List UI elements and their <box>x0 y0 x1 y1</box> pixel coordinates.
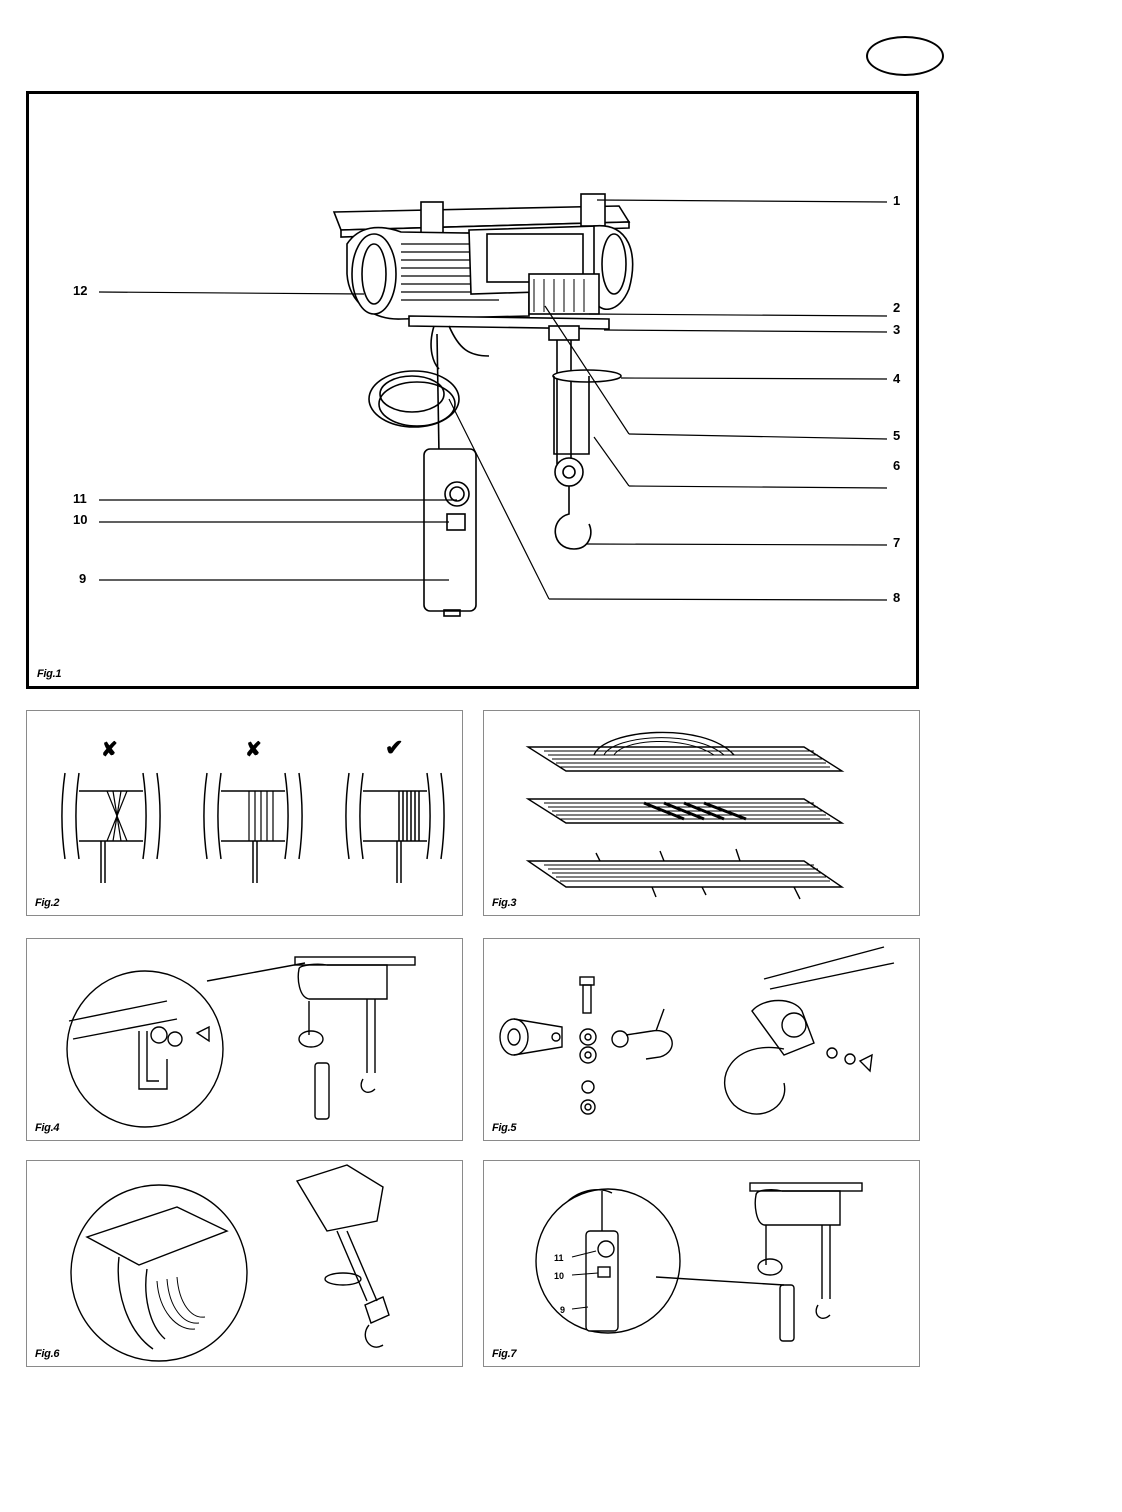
callout-10: 10 <box>73 513 87 527</box>
figure-2-panel: ✘ ✘ ✔ Fig.2 <box>26 710 463 916</box>
callout-11: 11 <box>73 492 87 506</box>
figure-4-panel: Fig.4 <box>26 938 463 1141</box>
figure-4-label: Fig.4 <box>35 1122 59 1134</box>
figure-2-label: Fig.2 <box>35 897 59 909</box>
wrong-mark-2-icon: ✘ <box>245 743 262 757</box>
figure-6-panel: Fig.6 <box>26 1160 463 1367</box>
figure-7-panel: 11 10 9 Fig.7 <box>483 1160 920 1367</box>
damaged-rope-examples <box>484 711 918 914</box>
callout-5: 5 <box>893 429 900 443</box>
callout-8: 8 <box>893 591 900 605</box>
figure-5-label: Fig.5 <box>492 1122 516 1134</box>
callout-1: 1 <box>893 194 900 208</box>
language-badge-oval <box>866 36 944 76</box>
callout-4: 4 <box>893 372 900 386</box>
correct-mark-icon: ✔ <box>385 741 403 755</box>
limit-switch-detail <box>27 1161 461 1365</box>
figure-3-panel: Fig.3 <box>483 710 920 916</box>
callout-12: 12 <box>73 284 87 298</box>
figure-6-label: Fig.6 <box>35 1348 59 1360</box>
callout-3: 3 <box>893 323 900 337</box>
fig7-callout-10: 10 <box>554 1269 564 1283</box>
callout-7: 7 <box>893 536 900 550</box>
figure-3-label: Fig.3 <box>492 897 516 909</box>
figure-5-panel: Fig.5 <box>483 938 920 1141</box>
hoist-illustration <box>29 94 916 686</box>
callout-9: 9 <box>79 572 86 586</box>
mounting-bracket-detail <box>27 939 461 1139</box>
figure-1-label: Fig.1 <box>37 668 61 680</box>
pendant-control-detail <box>484 1161 918 1365</box>
hook-assembly-parts <box>484 939 918 1139</box>
callout-6: 6 <box>893 459 900 473</box>
figure-7-label: Fig.7 <box>492 1348 516 1360</box>
fig7-callout-9: 9 <box>560 1303 565 1317</box>
wrong-mark-1-icon: ✘ <box>101 743 118 757</box>
figure-1-panel: 1 2 3 4 5 6 7 8 12 11 10 9 Fig.1 <box>26 91 919 689</box>
fig7-callout-11: 11 <box>554 1251 564 1265</box>
callout-2: 2 <box>893 301 900 315</box>
